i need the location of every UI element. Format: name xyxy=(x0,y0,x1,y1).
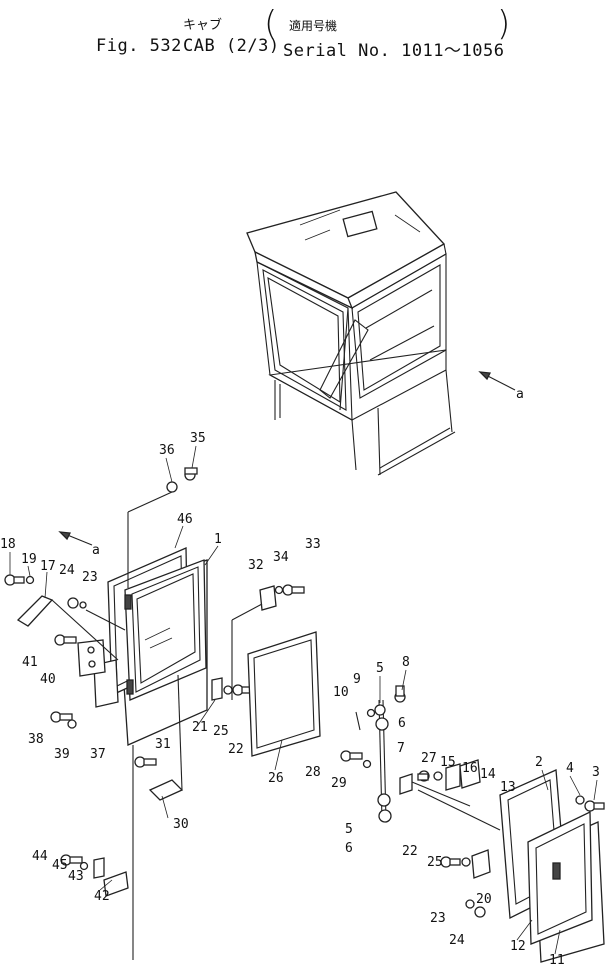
callout-40: 40 xyxy=(40,672,56,687)
callout-27: 27 xyxy=(421,751,437,766)
callout-19: 19 xyxy=(21,552,37,567)
callout-31: 31 xyxy=(155,737,171,752)
figure-number: Fig. 532 xyxy=(96,36,182,56)
callout-2: 2 xyxy=(535,755,543,770)
callout-25b: 25 xyxy=(427,855,443,870)
callout-36: 36 xyxy=(159,443,175,458)
callout-20: 20 xyxy=(476,892,492,907)
callout-42: 42 xyxy=(94,889,110,904)
callout-18: 18 xyxy=(0,537,16,552)
callout-17: 17 xyxy=(40,559,56,574)
callout-22: 22 xyxy=(228,742,244,757)
callout-16: 16 xyxy=(462,761,478,776)
callout-34: 34 xyxy=(273,550,289,565)
left-hardware xyxy=(4,467,198,897)
callout-23: 23 xyxy=(82,570,98,585)
callout-1: 1 xyxy=(214,532,222,547)
callout-44: 44 xyxy=(32,849,48,864)
callout-9: 9 xyxy=(353,672,361,687)
callout-24: 24 xyxy=(59,563,75,578)
cab-overview xyxy=(246,191,516,476)
title-block: キャブ ( 適用号機 Fig. 532 CAB (2/3) Serial No.… xyxy=(0,0,607,70)
callout-15: 15 xyxy=(440,755,456,770)
callout-33: 33 xyxy=(305,537,321,552)
callout-14: 14 xyxy=(480,767,496,782)
view-marker-a-upper: a xyxy=(516,387,524,402)
callout-26: 26 xyxy=(268,771,284,786)
callout-29: 29 xyxy=(331,776,347,791)
view-marker-a-left: a xyxy=(92,543,100,558)
callout-5: 5 xyxy=(376,661,384,676)
callout-25: 25 xyxy=(213,724,229,739)
callout-4: 4 xyxy=(566,761,574,776)
callout-11: 11 xyxy=(549,953,565,966)
callout-37: 37 xyxy=(90,747,106,762)
callout-6: 6 xyxy=(398,716,406,731)
callout-21: 21 xyxy=(192,720,208,735)
paren-right: ) xyxy=(497,4,511,44)
callouts: 1 2 3 4 5 6 7 8 9 10 11 12 13 14 15 16 1… xyxy=(0,431,600,966)
title-japanese: キャブ xyxy=(183,18,223,33)
callout-12: 12 xyxy=(510,939,526,954)
callout-5b: 6 xyxy=(345,841,353,856)
callout-28: 28 xyxy=(305,765,321,780)
callout-24b: 24 xyxy=(449,933,465,948)
callout-8: 8 xyxy=(402,655,410,670)
door-assembly xyxy=(16,491,208,960)
callout-39: 39 xyxy=(54,747,70,762)
paren-left: ( xyxy=(264,4,278,44)
callout-10: 10 xyxy=(333,685,349,700)
serial-range: Serial No. 1011～1056 xyxy=(283,41,505,61)
callout-7: 7 xyxy=(397,741,405,756)
callout-45: 45 xyxy=(52,858,68,873)
callout-38: 38 xyxy=(28,732,44,747)
callout-3: 3 xyxy=(592,765,600,780)
callout-23b: 23 xyxy=(430,911,446,926)
callout-22b: 22 xyxy=(402,844,418,859)
figure-title: CAB (2/3) xyxy=(183,36,280,56)
callout-41: 41 xyxy=(22,655,38,670)
callout-43: 43 xyxy=(68,869,84,884)
callout-30: 30 xyxy=(173,817,189,832)
serial-japanese: 適用号機 xyxy=(289,19,338,33)
leader-lines xyxy=(9,445,598,955)
callout-13: 13 xyxy=(500,780,516,795)
callout-6b: 5 xyxy=(345,822,353,837)
right-hardware xyxy=(340,685,605,963)
middle-hardware xyxy=(211,584,321,757)
callout-35: 35 xyxy=(190,431,206,446)
callout-32: 32 xyxy=(248,558,264,573)
callout-46: 46 xyxy=(177,512,193,527)
